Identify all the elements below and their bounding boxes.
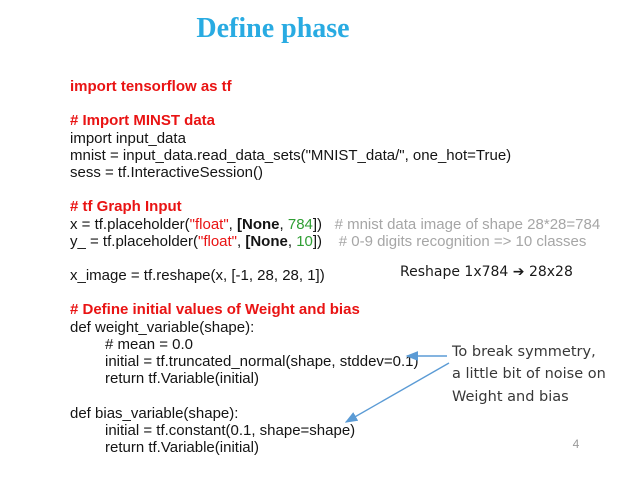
code-segment: # Import MINST data xyxy=(70,112,216,130)
code-line: def weight_variable(shape): xyxy=(70,319,600,336)
symmetry-annotation-line-3: Weight and bias xyxy=(452,388,569,405)
code-line: mnist = input_data.read_data_sets("MNIST… xyxy=(70,147,600,164)
code-segment: 10 xyxy=(296,232,313,250)
code-segment: def bias_variable(shape): xyxy=(70,404,239,422)
code-line: x_image = tf.reshape(x, [-1, 28, 28, 1]) xyxy=(70,267,600,284)
code-line: # Define initial values of Weight and bi… xyxy=(70,301,600,318)
code-segment: 784 xyxy=(287,215,313,233)
slide-title: Define phase xyxy=(196,13,350,44)
code-line xyxy=(70,284,600,301)
code-segment: initial = tf.constant(0.1, shape=shape) xyxy=(105,421,356,439)
code-segment: ]) xyxy=(312,232,323,250)
code-line xyxy=(70,95,600,112)
symmetry-annotation-line-2: a little bit of noise on xyxy=(452,366,606,383)
code-segment: def weight_variable(shape): xyxy=(70,318,255,336)
code-line: return tf.Variable(initial) xyxy=(70,370,600,387)
code-line: import input_data xyxy=(70,130,600,147)
code-line: return tf.Variable(initial) xyxy=(70,439,600,456)
code-segment: return tf.Variable(initial) xyxy=(105,370,259,388)
code-segment: x_image = tf.reshape(x, [-1, 28, 28, 1]) xyxy=(70,267,325,285)
code-segment: "float" xyxy=(189,215,229,233)
symmetry-annotation: To break symmetry, a little bit of noise… xyxy=(452,341,606,408)
code-segment: # tf Graph Input xyxy=(70,198,182,216)
code-line: import tensorflow as tf xyxy=(70,78,600,95)
code-line: x = tf.placeholder("float", [None, 784])… xyxy=(70,216,600,233)
code-segment: y_ = tf.placeholder( xyxy=(70,232,198,250)
code-segment: # mean = 0.0 xyxy=(105,335,193,353)
code-segment: , xyxy=(237,232,246,250)
code-segment: , xyxy=(279,215,288,233)
code-segment: # Define initial values of Weight and bi… xyxy=(70,301,360,319)
code-segment: , xyxy=(287,232,297,250)
reshape-annotation: Reshape 1x784 ➔ 28x28 xyxy=(400,264,573,280)
symmetry-annotation-line-1: To break symmetry, xyxy=(452,344,596,360)
code-segment: x = tf.placeholder( xyxy=(70,215,190,233)
code-segment: mnist = input_data.read_data_sets("MNIST… xyxy=(70,146,512,164)
code-line: # tf Graph Input xyxy=(70,198,600,215)
code-line: # mean = 0.0 xyxy=(70,336,600,353)
code-segment: return tf.Variable(initial) xyxy=(105,438,259,456)
code-segment: [None xyxy=(237,215,280,233)
code-segment: # 0-9 digits recognition => 10 classes xyxy=(322,232,587,250)
code-segment: "float" xyxy=(198,232,238,250)
code-line: y_ = tf.placeholder("float", [None, 10])… xyxy=(70,233,600,250)
code-block: import tensorflow as tf # Import MINST d… xyxy=(70,78,600,456)
code-line: sess = tf.InteractiveSession() xyxy=(70,164,600,181)
code-segment: import tensorflow as tf xyxy=(70,78,232,95)
code-line: initial = tf.constant(0.1, shape=shape) xyxy=(70,422,600,439)
code-segment: , xyxy=(228,215,238,233)
code-segment: [None xyxy=(245,232,288,250)
code-segment: initial = tf.truncated_normal(shape, std… xyxy=(105,353,419,370)
code-line: # Import MINST data xyxy=(70,112,600,129)
code-segment: ]) xyxy=(312,215,323,233)
code-segment: sess = tf.InteractiveSession() xyxy=(70,163,263,181)
code-segment: import input_data xyxy=(70,129,186,147)
code-line: def bias_variable(shape): xyxy=(70,405,600,422)
code-segment: # mnist data image of shape 28*28=784 xyxy=(322,215,601,233)
page-number: 4 xyxy=(572,437,580,451)
code-line xyxy=(70,181,600,198)
